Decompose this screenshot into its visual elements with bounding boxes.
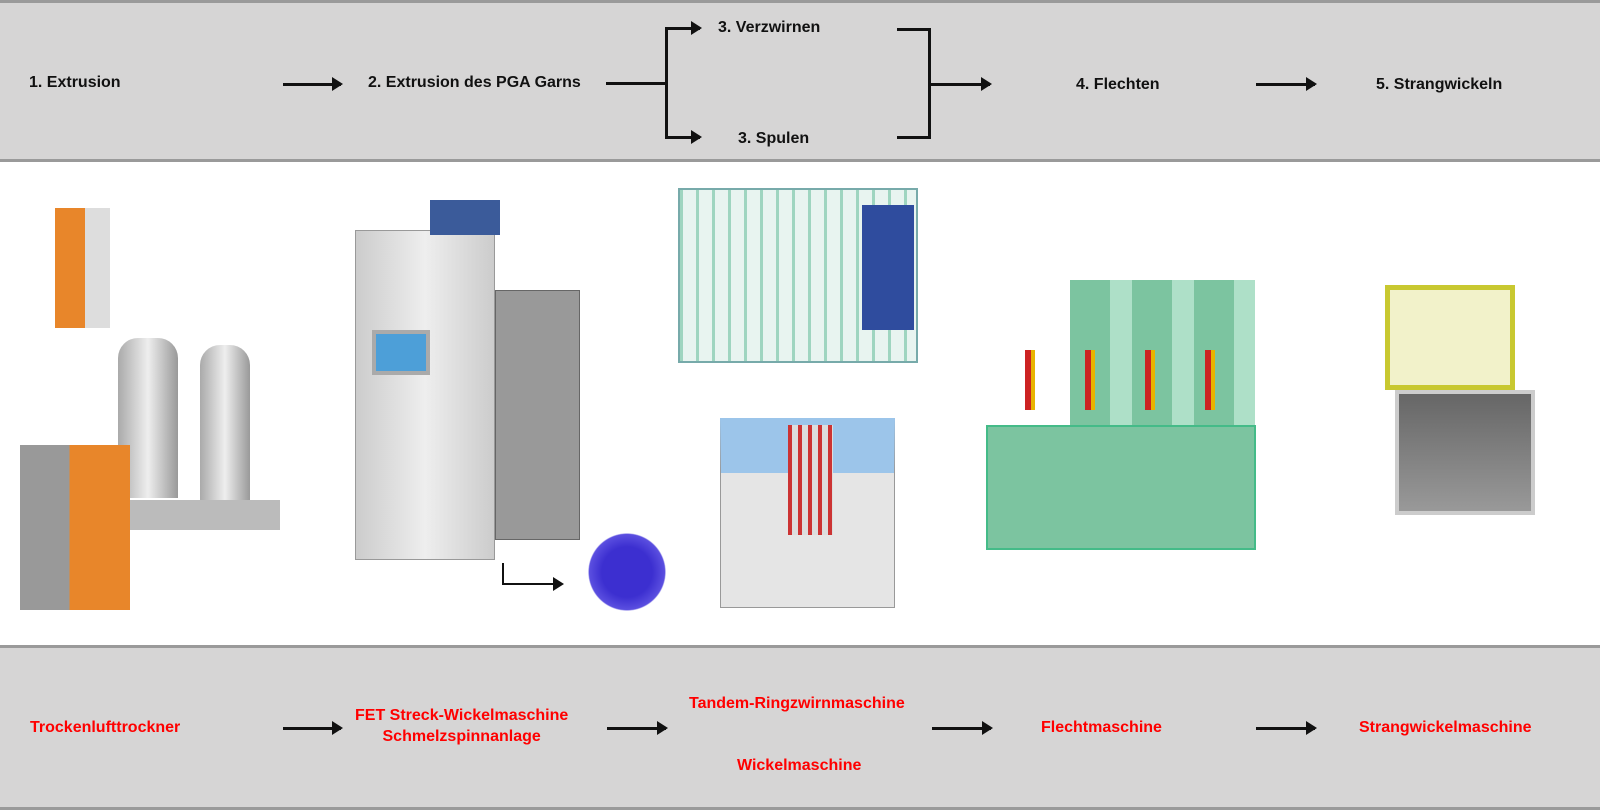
hank-winder-base-image [1395, 390, 1535, 515]
merge-line [897, 136, 931, 139]
hank-winder-hood-image [1385, 285, 1515, 390]
step-4-label: 4. Flechten [1076, 76, 1160, 93]
arrow-icon [1256, 77, 1317, 91]
spinning-machine-image [355, 230, 495, 560]
machine-4-label: Flechtmaschine [1041, 719, 1162, 736]
arrow-icon [283, 77, 343, 91]
merge-line [928, 28, 931, 139]
arrow-icon [1256, 721, 1317, 735]
arrow-line [502, 563, 504, 584]
motor-image [430, 200, 500, 235]
machine-2a-label: FET Streck-Wickelmaschine [355, 707, 569, 724]
arrow-icon [607, 721, 668, 735]
arrow-icon [930, 77, 992, 91]
step-1-label: 1. Extrusion [29, 74, 121, 91]
step-3-twisting-label: 3. Verzwirnen [718, 19, 821, 36]
machine-3a-label: Tandem-Ringzwirnmaschine [689, 695, 905, 712]
twisting-machine-panel-image [862, 205, 914, 330]
yarn-bobbins-image [582, 528, 672, 616]
spinning-machine-side-image [495, 290, 580, 540]
branch-line [606, 82, 667, 85]
dryer-table-image [130, 500, 280, 530]
machine-5-label: Strangwickelmaschine [1359, 719, 1532, 736]
branch-line [665, 27, 668, 139]
arrow-icon [283, 721, 343, 735]
dryer-unit-image [20, 445, 130, 610]
braiding-machine-image [986, 425, 1256, 550]
winding-spools-image [788, 425, 833, 535]
process-steps-band: 1. Extrusion 2. Extrusion des PGA Garns … [0, 0, 1600, 162]
arrow-icon [665, 130, 702, 144]
step-5-label: 5. Strangwickeln [1376, 76, 1503, 93]
machine-2-label: FET Streck-Wickelmaschine Schmelzspinnan… [355, 705, 568, 747]
machine-3b-label: Wickelmaschine [737, 757, 862, 774]
step-2-label: 2. Extrusion des PGA Garns [368, 74, 581, 91]
dryer-image [55, 208, 110, 328]
arrow-icon [932, 721, 993, 735]
control-screen-image [372, 330, 430, 375]
arrow-icon [502, 577, 564, 591]
dryer-hopper-image [200, 345, 250, 500]
arrow-icon [665, 21, 702, 35]
machines-band: Trockenlufttrockner FET Streck-Wickelmas… [0, 645, 1600, 810]
machine-2b-label: Schmelzspinnanlage [382, 728, 541, 745]
step-3-winding-label: 3. Spulen [738, 130, 810, 147]
merge-line [897, 28, 931, 31]
machine-1-label: Trockenlufttrockner [30, 719, 181, 736]
braiding-bobbins-image [1025, 350, 1255, 410]
